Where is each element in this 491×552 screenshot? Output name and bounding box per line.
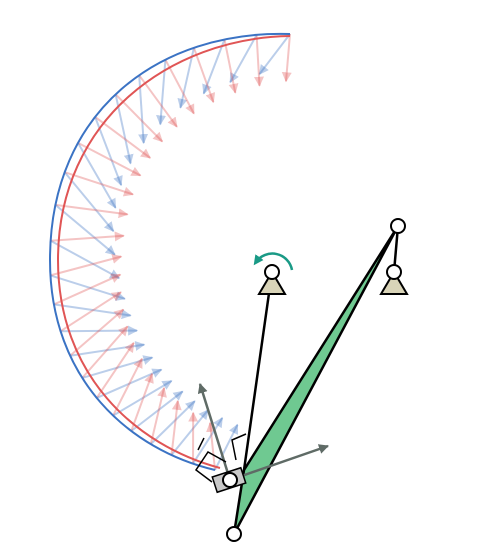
field-vector-arrow (77, 142, 142, 177)
coupler-link (232, 224, 400, 536)
field-vector-arrow (206, 421, 217, 471)
field-vector-arrow (50, 239, 121, 279)
field-vector-arrow (149, 386, 167, 445)
field-vector-arrow (81, 325, 129, 379)
field-vector-arrow (253, 34, 264, 87)
field-vector-arrow (281, 33, 292, 83)
field-vector-arrow (114, 94, 134, 165)
field-vector-arrow (258, 33, 291, 75)
field-vector-arrow (54, 204, 116, 256)
field-vector-arrow (63, 171, 115, 232)
field-vector-arrow (202, 39, 226, 95)
field-vector-arrow (214, 423, 239, 471)
field-vector-arrow (130, 390, 184, 432)
field-vector-arrow (170, 409, 209, 456)
field-vector-arrow (150, 400, 196, 445)
field-vector-arrow (164, 59, 195, 115)
field-vector-arrow (50, 231, 125, 242)
field-vector-arrow (229, 34, 258, 84)
field-vector-arrow (170, 399, 182, 456)
gripper-icon (194, 433, 247, 494)
ground-pivot-icon (379, 264, 409, 295)
field-vector-arrow (192, 417, 224, 465)
revolute-joint-icon (390, 218, 406, 234)
field-vector-arrow (55, 203, 129, 219)
field-vector-arrow (64, 171, 134, 197)
ground-pivot-icon (257, 264, 287, 295)
revolute-joint-icon (226, 526, 242, 542)
field-vector-arrow (112, 357, 143, 417)
acceleration-vector-arrow (229, 444, 329, 482)
velocity-vector-arrow (197, 383, 232, 481)
counterclockwise-arrow-icon (253, 252, 294, 271)
field-vector-arrow (53, 273, 122, 306)
blue-trajectory-curve (48, 32, 291, 471)
red-trajectory-curve (56, 35, 291, 469)
field-vector-arrow (50, 253, 123, 277)
crank-link (242, 271, 274, 471)
field-vector-arrow (112, 380, 173, 417)
field-vector-arrow (130, 372, 154, 432)
field-vector-arrow (50, 274, 126, 301)
field-vector-arrow (223, 39, 239, 94)
field-vector-arrow (192, 47, 216, 104)
field-vector-arrow (69, 308, 125, 357)
field-vector-arrow (60, 291, 122, 333)
field-vector-arrow (95, 341, 135, 399)
